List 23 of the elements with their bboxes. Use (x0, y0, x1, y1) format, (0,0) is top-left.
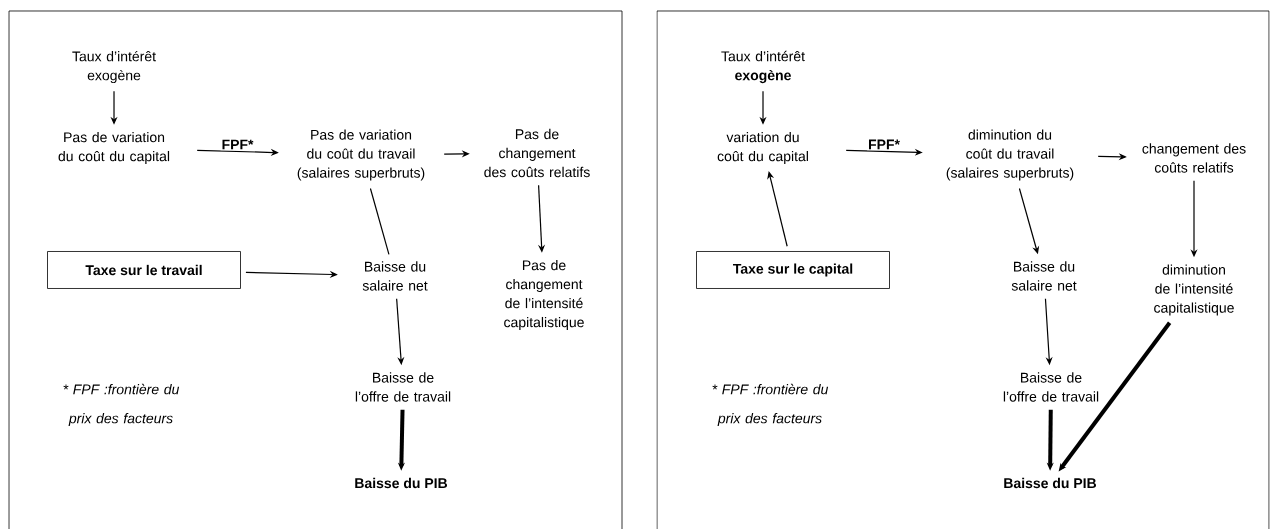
footnote-text: * FPF :frontière du prix des facteurs (712, 383, 829, 427)
step-text: Baisse du salaire net (1011, 261, 1077, 291)
arrow (767, 171, 788, 247)
step-text: Pas de variation du coût du travail (salaires superbruts) (297, 129, 425, 181)
step-text: diminution de l’intensité capitalistique (1154, 264, 1234, 316)
step-text: Taux d’intérêt exogène (721, 50, 805, 84)
step-text: Baisse du salaire net (362, 261, 428, 291)
result-text: Baisse du PIB (1004, 477, 1097, 489)
step-text: Taux d’intérêt exogène (72, 50, 156, 84)
edge-label: FPF* (867, 138, 901, 151)
step-text: diminution du coût du travail (salaires superbruts) (946, 129, 1074, 181)
text-box: Taxe sur le capital (696, 251, 890, 289)
step-text: Pas de variation du coût du capital (58, 131, 170, 164)
result-text: Baisse du PIB (355, 477, 448, 489)
step-text: Pas de changement des coûts relatifs (484, 128, 590, 178)
step-text: Pas de changement de l’intensité capitalistique (504, 259, 584, 330)
footnote-text: * FPF :frontière du prix des facteurs (63, 383, 180, 427)
step-text: Baisse de l’offre de travail (355, 372, 451, 402)
step-text: changement des coûts relatifs (1142, 143, 1246, 173)
step-text: Baisse de l’offre de travail (1003, 372, 1099, 402)
edge-label: FPF* (220, 138, 255, 151)
step-text: variation du coût du capital (717, 131, 808, 164)
text-box: Taxe sur le travail (47, 251, 241, 289)
